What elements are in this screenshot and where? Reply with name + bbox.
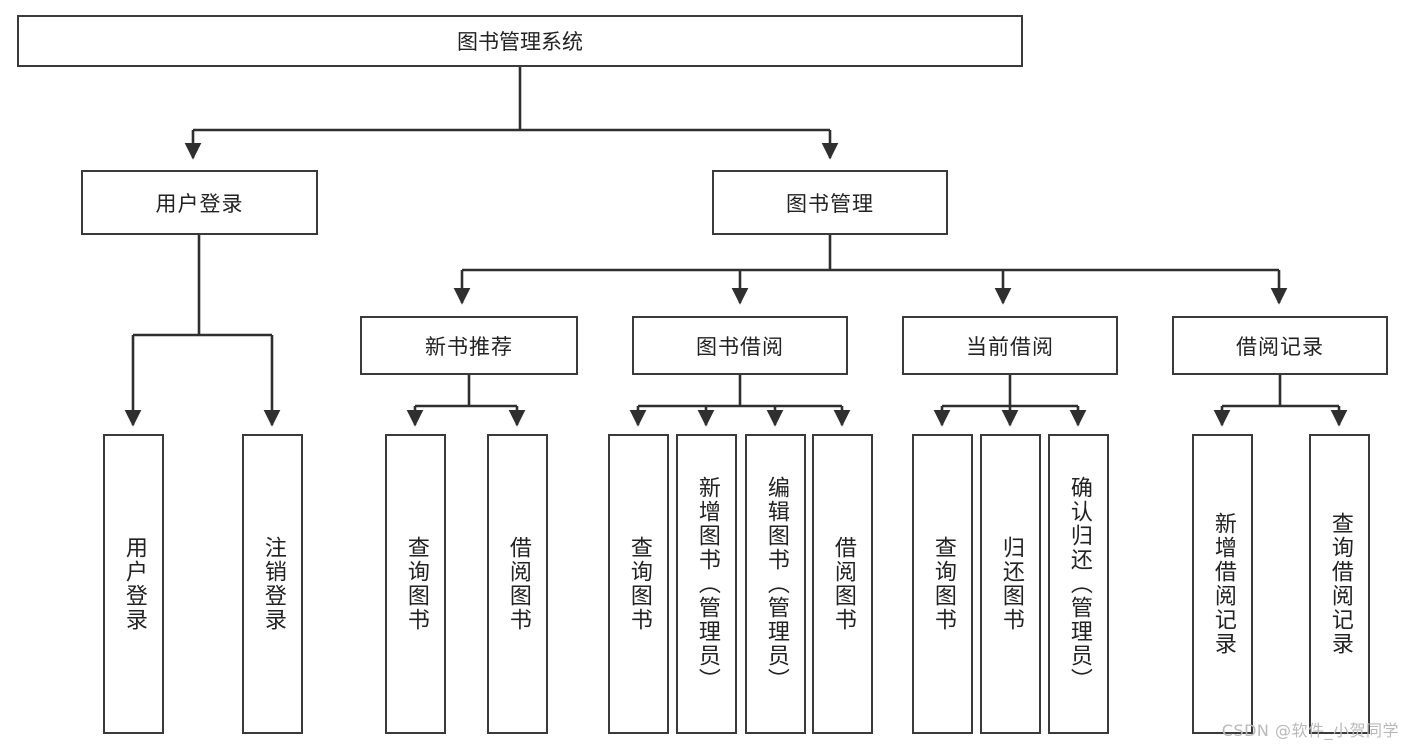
leaf-current-return-book[interactable]: 归还图书	[980, 434, 1041, 734]
leaf-borrow-add-book-admin[interactable]: 新增图书（管理员）	[676, 434, 737, 734]
node-current-borrow[interactable]: 当前借阅	[902, 316, 1118, 375]
watermark-text: CSDN @软件_小贺同学	[1221, 721, 1399, 740]
node-label: 编辑图书（管理员）	[763, 476, 789, 692]
leaf-current-query-book[interactable]: 查询图书	[912, 434, 973, 734]
node-label: 注销登录	[260, 536, 286, 632]
node-label: 新增图书（管理员）	[694, 476, 720, 692]
node-book-management[interactable]: 图书管理	[712, 170, 948, 235]
node-label: 归还图书	[998, 536, 1024, 632]
node-label: 确认归还（管理员）	[1066, 476, 1092, 692]
node-user-login[interactable]: 用户登录	[81, 170, 318, 235]
node-label: 图书管理	[786, 191, 874, 216]
leaf-new-book-query[interactable]: 查询图书	[385, 434, 446, 734]
node-label: 用户登录	[155, 191, 244, 216]
leaf-record-add-record[interactable]: 新增借阅记录	[1192, 434, 1253, 734]
node-label: 图书借阅	[696, 334, 784, 359]
node-label: 查询图书	[403, 536, 429, 632]
node-label: 查询图书	[930, 536, 956, 632]
leaf-record-query-record[interactable]: 查询借阅记录	[1309, 434, 1370, 734]
leaf-new-book-borrow[interactable]: 借阅图书	[487, 434, 548, 734]
node-borrow-record[interactable]: 借阅记录	[1172, 316, 1388, 375]
node-root-system[interactable]: 图书管理系统	[17, 15, 1023, 67]
node-book-borrow[interactable]: 图书借阅	[632, 316, 848, 375]
node-new-book-recommend[interactable]: 新书推荐	[360, 316, 578, 375]
leaf-borrow-query-book[interactable]: 查询图书	[608, 434, 669, 734]
node-label: 用户登录	[121, 536, 147, 632]
leaf-user-login-login[interactable]: 用户登录	[103, 434, 164, 734]
node-label: 查询借阅记录	[1327, 512, 1353, 656]
node-label: 新书推荐	[425, 334, 513, 359]
leaf-user-login-logout[interactable]: 注销登录	[242, 434, 303, 734]
node-label: 查询图书	[626, 536, 652, 632]
node-label: 借阅图书	[505, 536, 531, 632]
leaf-current-confirm-return-admin[interactable]: 确认归还（管理员）	[1048, 434, 1109, 734]
node-label: 新增借阅记录	[1210, 512, 1236, 656]
node-label: 借阅记录	[1236, 334, 1324, 359]
node-label: 图书管理系统	[457, 30, 583, 54]
node-label: 借阅图书	[830, 536, 856, 632]
node-label: 当前借阅	[966, 334, 1054, 359]
leaf-borrow-edit-book-admin[interactable]: 编辑图书（管理员）	[745, 434, 806, 734]
leaf-borrow-borrow-book[interactable]: 借阅图书	[812, 434, 873, 734]
